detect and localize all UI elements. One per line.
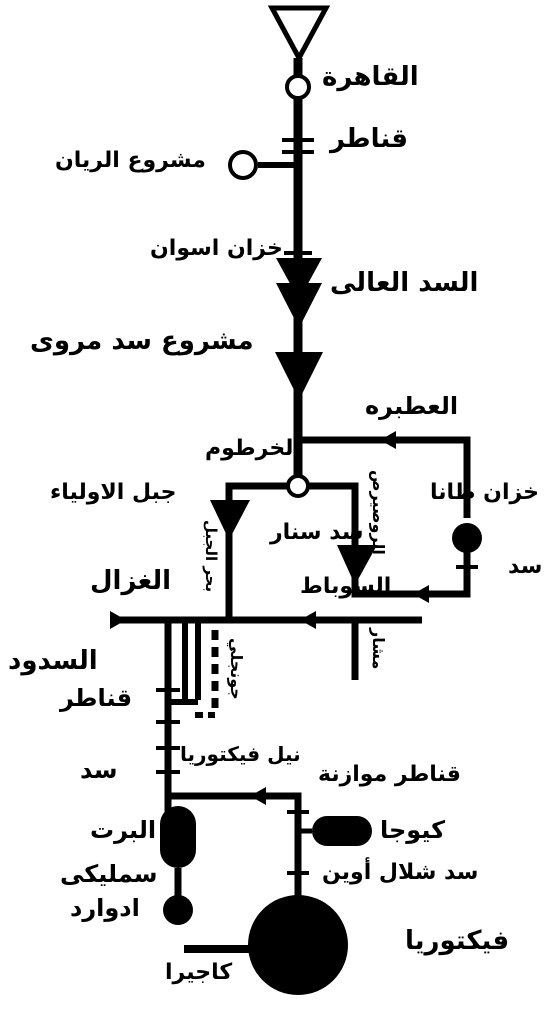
victoria-nile-arrow-icon [250, 787, 266, 805]
label-albert: البرت [90, 816, 157, 844]
label-owen-falls-dam: سد شلال أوين [322, 860, 479, 885]
white-nile-line [225, 482, 289, 620]
label-victoria: فيكتوريا [405, 926, 510, 956]
nile-mouth-triangle-icon [267, 5, 331, 64]
high-dam-triangle-icon [276, 258, 322, 300]
label-kyoga: كيوجا [380, 816, 446, 844]
label-kagera: كاجيرا [165, 960, 233, 985]
rayan-node [228, 150, 258, 180]
merowe-dam-triangle-icon [275, 352, 323, 400]
label-semliki: سمليكى [60, 860, 158, 888]
atbara-river-line [298, 436, 471, 518]
victoria-nile-line [168, 792, 302, 905]
label-roseires: الروصيرص [369, 470, 388, 555]
label-rayan-project: مشروع الريان [55, 148, 206, 173]
label-qanater: قناطر [330, 124, 409, 154]
label-edward: ادوارد [70, 894, 140, 922]
label-machar: مشار [369, 628, 388, 670]
ghazal-arrow-icon [110, 611, 126, 629]
label-aswan-reservoir: خزان اسوان [150, 236, 283, 261]
blue-nile-line [307, 482, 471, 598]
label-bahr-jabal: بحر الجبل [202, 520, 220, 593]
label-qanater2: قناطر [60, 684, 133, 712]
sennar-dam-triangle-icon [337, 545, 377, 585]
victoria-lake-node [248, 895, 348, 995]
label-atbara: العطبره [365, 392, 459, 420]
label-khartoum: الخرطوم [205, 436, 301, 461]
label-dam-right: سد [508, 554, 543, 579]
jebel-awliya-triangle-icon [210, 500, 250, 540]
high-dam-triangle2-icon [276, 283, 322, 328]
label-jebel-awliya: جبل الاولياء [50, 480, 177, 505]
label-merowe-project: مشروع سد مروى [30, 326, 254, 356]
tana-lake-node [452, 523, 482, 553]
kyoga-lake-node [312, 816, 372, 846]
label-sobat: السوباط [300, 574, 392, 599]
label-victoria-nile: نيل فيكتوريا [180, 742, 301, 766]
atbara-arrow-icon [380, 431, 396, 449]
sobat-arrow-icon [300, 611, 316, 629]
label-ghazal: الغزال [90, 566, 171, 596]
label-sennar-dam: سد سنار [270, 520, 364, 545]
albert-lake-node [160, 806, 196, 868]
edward-lake-node [163, 895, 193, 925]
label-jonglei: جونجلي [227, 638, 246, 700]
label-qanater-balancing: قناطر موازنة [318, 762, 461, 787]
cairo-node [285, 74, 311, 100]
label-high-dam: السد العالى [330, 268, 479, 298]
label-tana-reservoir: خزان طانا [430, 480, 540, 505]
label-sudd: السدود [8, 646, 98, 676]
label-dam-left: سد [80, 756, 118, 784]
label-cairo: القاهرة [322, 62, 419, 92]
blue-nile-arrow-icon [413, 585, 429, 603]
khartoum-node [286, 474, 310, 498]
